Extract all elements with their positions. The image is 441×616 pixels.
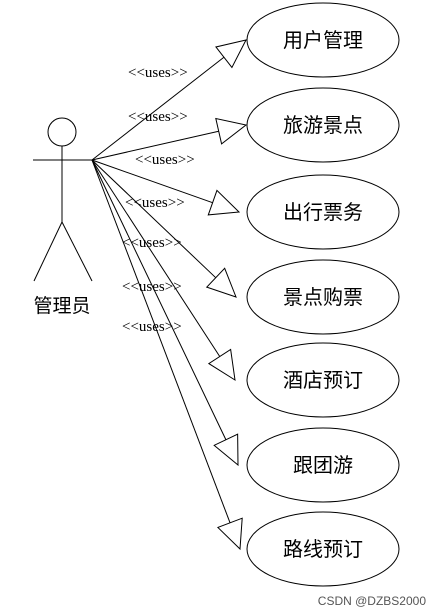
use-case: 路线预订 bbox=[246, 511, 400, 587]
use-case-ellipse bbox=[246, 259, 400, 335]
uses-labels: <<uses>> <<uses>> <<uses>> <<uses>> <<uses>>… bbox=[122, 65, 195, 335]
uses-label: <<uses>> bbox=[122, 319, 182, 335]
uses-connector bbox=[91, 130, 219, 161]
uses-label: <<uses>> bbox=[125, 195, 185, 211]
arrowhead-icon bbox=[213, 433, 239, 467]
uses-label: <<uses>> bbox=[128, 65, 188, 81]
use-case-label: 景点购票 bbox=[283, 285, 363, 309]
use-case-label: 跟团游 bbox=[293, 453, 353, 477]
arrowhead-icon bbox=[205, 267, 237, 298]
actor-head bbox=[47, 117, 77, 147]
use-case-label: 酒店预订 bbox=[283, 368, 363, 392]
actor-figure bbox=[33, 117, 93, 282]
use-case-ellipse bbox=[246, 2, 400, 78]
use-case: 旅游景点 bbox=[246, 87, 400, 163]
uses-connector bbox=[91, 159, 213, 204]
arrowhead-icon bbox=[207, 348, 236, 381]
use-case-ellipse bbox=[246, 342, 400, 418]
use-case-ellipse bbox=[246, 427, 400, 503]
uses-connector bbox=[91, 159, 217, 279]
uses-connector bbox=[91, 159, 221, 357]
use-case-ellipse bbox=[246, 87, 400, 163]
actor-left-leg bbox=[33, 221, 63, 282]
arrowhead-icon bbox=[215, 39, 247, 69]
arrowhead-icon bbox=[207, 189, 241, 216]
arrowhead-icon bbox=[216, 517, 243, 551]
connectors bbox=[91, 39, 248, 551]
actor-right-leg bbox=[61, 221, 93, 282]
use-case-ellipse bbox=[246, 174, 400, 250]
uses-label: <<uses>> bbox=[122, 279, 182, 295]
uses-label: <<uses>> bbox=[128, 109, 188, 125]
uses-connector bbox=[91, 159, 227, 440]
arrowhead-icon bbox=[215, 117, 248, 145]
use-case-label: 旅游景点 bbox=[283, 113, 363, 137]
use-case: 景点购票 bbox=[246, 259, 400, 335]
use-case-label: 出行票务 bbox=[283, 200, 363, 224]
uses-connector bbox=[91, 159, 231, 524]
uses-connector bbox=[91, 56, 225, 161]
actor-label: 管理员 bbox=[33, 295, 90, 317]
use-case: 跟团游 bbox=[246, 427, 400, 503]
use-case: 用户管理 bbox=[246, 2, 400, 78]
use-case: 酒店预订 bbox=[246, 342, 400, 418]
use-case: 出行票务 bbox=[246, 174, 400, 250]
use-case-ellipse bbox=[246, 511, 400, 587]
use-case-label: 路线预订 bbox=[283, 537, 363, 561]
watermark: CSDN @DZBS2000 bbox=[318, 594, 427, 608]
uses-label: <<uses>> bbox=[122, 235, 182, 251]
uses-label: <<uses>> bbox=[135, 152, 195, 168]
use-case-label: 用户管理 bbox=[283, 28, 363, 52]
